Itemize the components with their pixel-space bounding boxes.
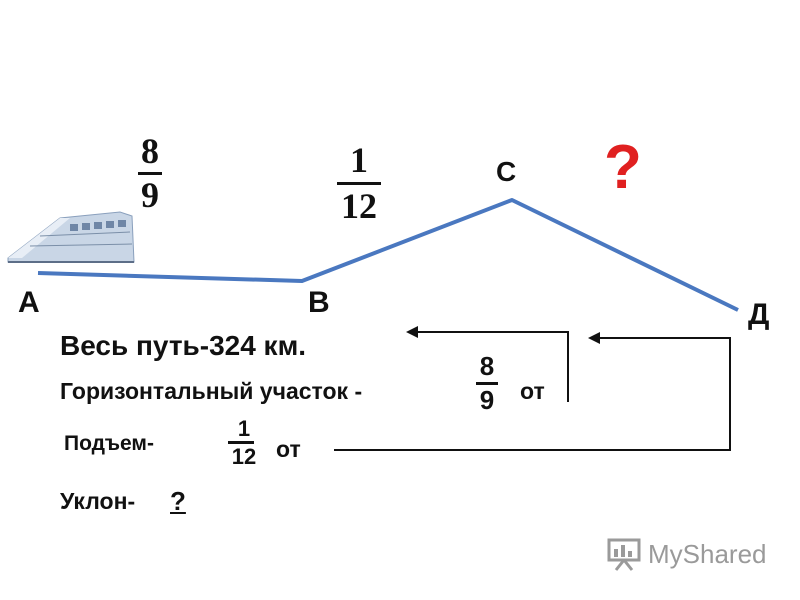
arrow-climb: [334, 337, 731, 451]
fraction-ab-bar: [138, 172, 162, 175]
train-icon: [7, 211, 135, 263]
fraction-ab-denominator: 9: [141, 175, 159, 215]
fraction-ab: 8 9: [130, 132, 170, 215]
point-c-label: С: [496, 156, 517, 187]
point-b-label: В: [308, 286, 330, 319]
horizontal-bar: [476, 382, 498, 385]
horizontal-numerator: 8: [479, 351, 495, 381]
descent-label: Уклон-: [60, 488, 136, 514]
watermark: MyShared: [606, 537, 767, 571]
arrowhead-climb: [588, 332, 600, 344]
fraction-bc: 1 12: [332, 140, 386, 227]
total-distance: Весь путь-324 км.: [60, 330, 307, 361]
presentation-board-icon: [607, 538, 641, 571]
fraction-bc-numerator: 1: [350, 140, 368, 180]
descent-value: ?: [170, 486, 186, 516]
fraction-bc-bar: [337, 182, 381, 185]
climb-bar: [228, 441, 254, 444]
horizontal-denominator: 9: [479, 385, 495, 415]
point-d-label: Д: [748, 298, 770, 331]
climb-suffix: от: [276, 436, 301, 462]
climb-label: Подъем-: [64, 432, 154, 455]
fraction-bc-denominator: 12: [341, 186, 377, 226]
horizontal-fraction: 8 9: [474, 352, 500, 415]
route-path: [37, 198, 739, 312]
climb-numerator: 1: [237, 416, 251, 441]
segment-cd-question: ?: [604, 133, 642, 202]
horizontal-label: Горизонтальный участок -: [60, 378, 363, 404]
arrow-horizontal: [414, 331, 569, 402]
watermark-text: MyShared: [648, 538, 767, 569]
horizontal-suffix: от: [520, 378, 545, 404]
climb-fraction: 1 12: [222, 418, 266, 470]
point-a-label: А: [18, 286, 40, 319]
fraction-ab-numerator: 8: [141, 131, 159, 171]
climb-denominator: 12: [231, 444, 257, 469]
arrowhead-horizontal: [406, 326, 418, 338]
